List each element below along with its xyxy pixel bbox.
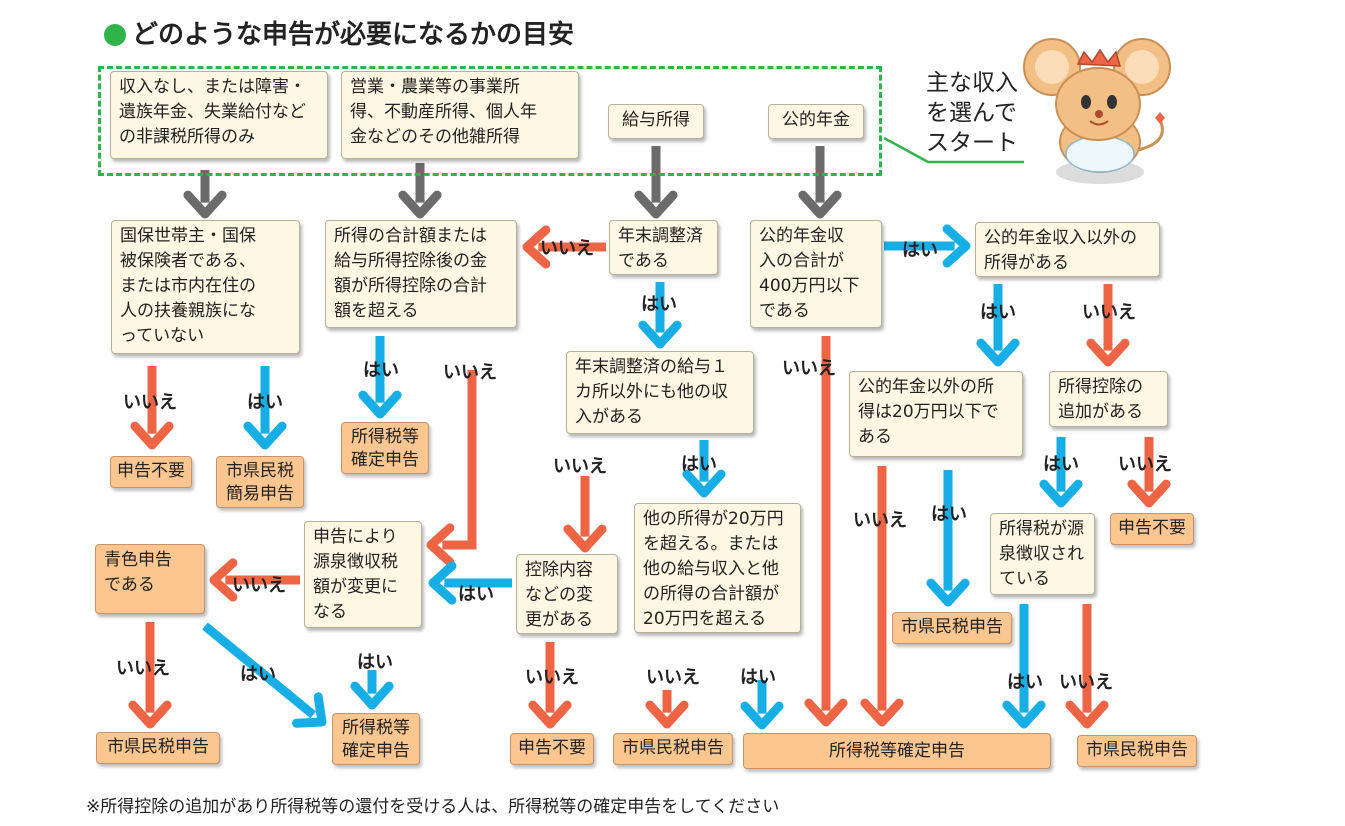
arrow-other-yes-head — [682, 469, 726, 498]
arrow-income-no-head — [426, 523, 455, 567]
arrow-blue-yes-line — [202, 622, 317, 719]
label-yes-nhi: はい — [247, 392, 283, 413]
arrow-pother-yes-head — [976, 338, 1020, 367]
result-not-required-1: 申告不要 — [110, 456, 192, 488]
label-no-withholding: いいえ — [232, 575, 286, 596]
question-blue: 青色申告 である — [95, 544, 205, 614]
arrow-nhi-yes-head — [243, 421, 287, 450]
label-yes-income-total: はい — [363, 360, 399, 381]
result-city-2: 市県民税申告 — [613, 733, 733, 765]
result-not-required-2: 申告不要 — [510, 733, 594, 765]
arrow-deduction-yes-head — [428, 561, 457, 605]
label-yes-pension-under20: はい — [931, 504, 967, 525]
label-no-year-end: いいえ — [540, 238, 594, 259]
arrow-withholding-no-head — [209, 558, 238, 602]
result-city-1: 市県民税申告 — [96, 732, 220, 764]
income-salary: 給与所得 — [608, 104, 704, 139]
arrow-other-no-head — [563, 524, 607, 553]
label-yes-withholding: はい — [357, 652, 393, 673]
arrow-blue-no-head — [128, 700, 172, 729]
arrow-under20-no-head — [860, 698, 904, 727]
arrow-pother-no-head — [1086, 338, 1130, 367]
title-text: どのような申告が必要になるかの目安 — [132, 20, 575, 50]
income-pension: 公的年金 — [768, 104, 864, 139]
label-yes-pension-total: はい — [902, 240, 938, 261]
label-no-withheld: いいえ — [1059, 672, 1113, 693]
question-pension-under20: 公的年金以外の所 得は20万円以下で ある — [849, 371, 1023, 457]
arrow-withholding-yes-head — [350, 681, 394, 710]
label-no-over20: いいえ — [646, 667, 700, 688]
label-no-other-income: いいえ — [553, 456, 607, 477]
arrow-over20-yes-head — [740, 701, 784, 730]
label-no-blue: いいえ — [116, 658, 170, 679]
arrow-yearend-no-head — [522, 225, 551, 269]
arrow-withheld-yes-head — [1002, 700, 1046, 729]
arrow-deduction-no-head — [528, 700, 572, 729]
label-yes-blue: はい — [240, 664, 276, 685]
result-not-required-3: 申告不要 — [1110, 513, 1194, 545]
question-withheld: 所得税が源 泉徴収され ている — [990, 513, 1095, 595]
green-dot-icon — [104, 24, 126, 46]
question-other-income: 年末調整済の給与１ カ所以外にも他の収 入がある — [566, 351, 754, 434]
label-no-deduction-change: いいえ — [525, 667, 579, 688]
label-no-deduction-add: いいえ — [1118, 454, 1172, 475]
arrow-blue-yes-head — [292, 692, 327, 728]
income-nontax: 収入なし、または障害・ 遺族年金、失業給付など の非課税所得のみ — [110, 71, 328, 159]
arrow-pension-yes-head — [942, 224, 971, 268]
question-year-end: 年末調整済 である — [609, 220, 718, 275]
start-connector-line — [883, 136, 1024, 164]
footnote: ※所得控除の追加があり所得税等の還付を受ける人は、所得税等の確定申告をしてくださ… — [86, 797, 780, 817]
mouse-mascot-icon — [1023, 38, 1171, 184]
arrow-salary-head — [634, 190, 678, 219]
label-no-pension-under20: いいえ — [853, 510, 907, 531]
arrow-withheld-no-head — [1065, 700, 1109, 729]
label-no-income-total: いいえ — [443, 362, 497, 383]
label-no-pension-total: いいえ — [782, 358, 836, 379]
label-no-nhi: いいえ — [123, 392, 177, 413]
start-text: 主な収入 を選んで スタート — [926, 70, 1018, 156]
arrow-dedadd-yes-head — [1039, 479, 1083, 508]
question-over20: 他の所得が20万円 を超える。または 他の給与収入と他 の所得の合計額が 20万… — [634, 503, 801, 633]
result-simple: 市県民税 簡易申告 — [216, 456, 304, 508]
label-yes-withheld: はい — [1007, 672, 1043, 693]
arrow-pension-no-head — [804, 698, 848, 727]
result-city-3: 市県民税申告 — [892, 612, 1012, 644]
result-tax-final-wide: 所得税等確定申告 — [743, 733, 1051, 769]
arrow-over20-no-head — [645, 700, 689, 729]
arrow-pension-head — [798, 190, 842, 219]
label-yes-over20: はい — [740, 667, 776, 688]
question-withholding-change: 申告により 源泉徴収税 額が変更に なる — [304, 521, 422, 628]
label-yes-other-income: はい — [681, 454, 717, 475]
label-yes-deduction-change: はい — [458, 584, 494, 605]
label-yes-year-end: はい — [641, 294, 677, 315]
arrow-dedadd-no-head — [1127, 479, 1171, 508]
question-pension-other: 公的年金収入以外の 所得がある — [975, 222, 1160, 277]
arrow-nontax-head — [183, 190, 227, 219]
question-deduction-change: 控除内容 などの変 更がある — [516, 554, 618, 634]
income-business: 営業・農業等の事業所 得、不動産所得、個人年 金などのその他雑所得 — [341, 71, 579, 159]
question-income-total: 所得の合計額または 給与所得控除後の金 額が所得控除の合計 額を超える — [325, 220, 517, 328]
income-selection-frame — [98, 66, 882, 176]
result-city-4: 市県民税申告 — [1077, 735, 1197, 767]
result-tax-final-1: 所得税等 確定申告 — [341, 422, 429, 474]
label-yes-pension-other: はい — [980, 302, 1016, 323]
arrow-business-head — [398, 190, 442, 219]
arrow-nhi-no-head — [130, 421, 174, 450]
question-nhi: 国保世帯主・国保 被保険者である、 または市内在住の 人の扶養親族にな っていな… — [111, 220, 300, 354]
page-title: どのような申告が必要になるかの目安 — [104, 14, 574, 51]
label-no-pension-other: いいえ — [1082, 302, 1136, 323]
arrow-income-yes-head — [358, 390, 402, 419]
question-deduction-add: 所得控除の 追加がある — [1049, 371, 1168, 427]
arrow-income-no-line — [442, 370, 477, 550]
result-tax-final-2: 所得税等 確定申告 — [332, 713, 420, 765]
label-yes-deduction-add: はい — [1043, 454, 1079, 475]
arrow-yearend-yes-head — [638, 320, 682, 349]
question-pension-total: 公的年金収 入の合計が 400万円以下 である — [750, 220, 882, 328]
arrow-under20-yes-head — [926, 578, 970, 607]
